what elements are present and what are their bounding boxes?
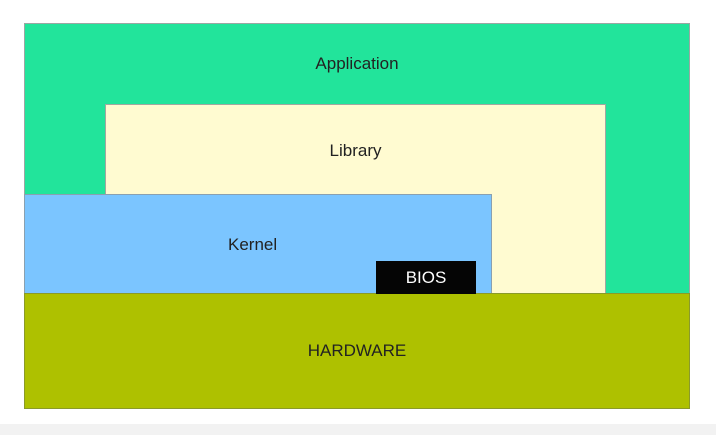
library-label: Library	[329, 141, 382, 160]
hardware-label: HARDWARE	[307, 341, 407, 360]
kernel-label: Kernel	[228, 235, 278, 254]
bottom-strip	[0, 424, 716, 435]
application-label: Application	[315, 54, 399, 73]
bios-layer: BIOS	[376, 261, 476, 294]
hardware-layer: HARDWARE	[24, 293, 690, 409]
bios-label: BIOS	[405, 268, 447, 287]
